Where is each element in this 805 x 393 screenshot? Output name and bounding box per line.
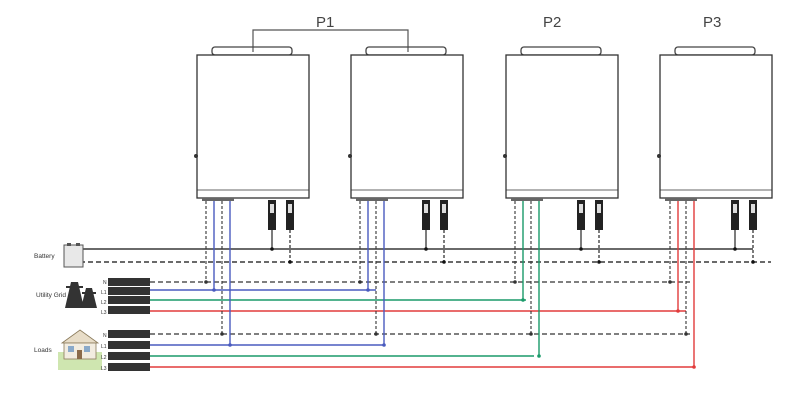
inverter-4 bbox=[657, 46, 773, 201]
loads-label: Loads bbox=[34, 347, 52, 354]
dc-connector-icon bbox=[268, 200, 757, 230]
inverter-2-ac-drops bbox=[359, 201, 385, 345]
utility-terminal-l3: L3 bbox=[101, 310, 107, 316]
terminal-block-icon bbox=[108, 330, 150, 338]
phase-label-p3: P3 bbox=[703, 14, 721, 31]
inverter-2 bbox=[348, 46, 464, 201]
terminal-block-icon bbox=[108, 278, 150, 286]
terminal-block-icon bbox=[108, 363, 150, 371]
battery-icon bbox=[63, 243, 84, 268]
parallel-comm-cable bbox=[252, 29, 409, 52]
battery-source: Battery bbox=[34, 243, 84, 268]
utility-source: Utility Grid bbox=[36, 282, 97, 308]
junction-dots bbox=[204, 280, 696, 369]
utility-label: Utility Grid bbox=[36, 292, 66, 299]
terminal-block-icon bbox=[108, 296, 150, 304]
utility-tower-icon bbox=[65, 282, 97, 308]
load-terminal-n: N bbox=[103, 333, 107, 339]
utility-terminal-l1: L1 bbox=[101, 290, 107, 296]
load-terminal-l1: L1 bbox=[101, 344, 107, 350]
terminal-block-icon bbox=[108, 341, 150, 349]
battery-bus bbox=[80, 230, 771, 264]
load-terminal-l2: L2 bbox=[101, 355, 107, 361]
house-icon bbox=[58, 329, 102, 370]
terminal-block-icon bbox=[108, 287, 150, 295]
load-terminal-l3: L3 bbox=[101, 366, 107, 372]
inverter-3-ac-drops bbox=[514, 201, 540, 356]
utility-terminal-l2: L2 bbox=[101, 300, 107, 306]
inverter-1 bbox=[194, 46, 310, 201]
load-bus bbox=[150, 333, 694, 368]
inverter-3 bbox=[503, 46, 619, 201]
battery-label: Battery bbox=[34, 253, 55, 260]
phase-label-p2: P2 bbox=[543, 14, 561, 31]
inverter-4-ac-drops bbox=[669, 201, 695, 367]
terminal-block-icon bbox=[108, 352, 150, 360]
terminal-block-icon bbox=[108, 306, 150, 314]
phase-label-p1: P1 bbox=[316, 14, 334, 31]
load-terminal-block: N L1 L2 L3 bbox=[101, 330, 150, 372]
loads-source: Loads bbox=[34, 329, 102, 370]
utility-terminal-block: N L1 L2 L3 bbox=[101, 278, 150, 316]
utility-terminal-n: N bbox=[103, 280, 107, 286]
utility-bus bbox=[150, 281, 690, 312]
inverter-1-ac-drops bbox=[205, 201, 231, 345]
